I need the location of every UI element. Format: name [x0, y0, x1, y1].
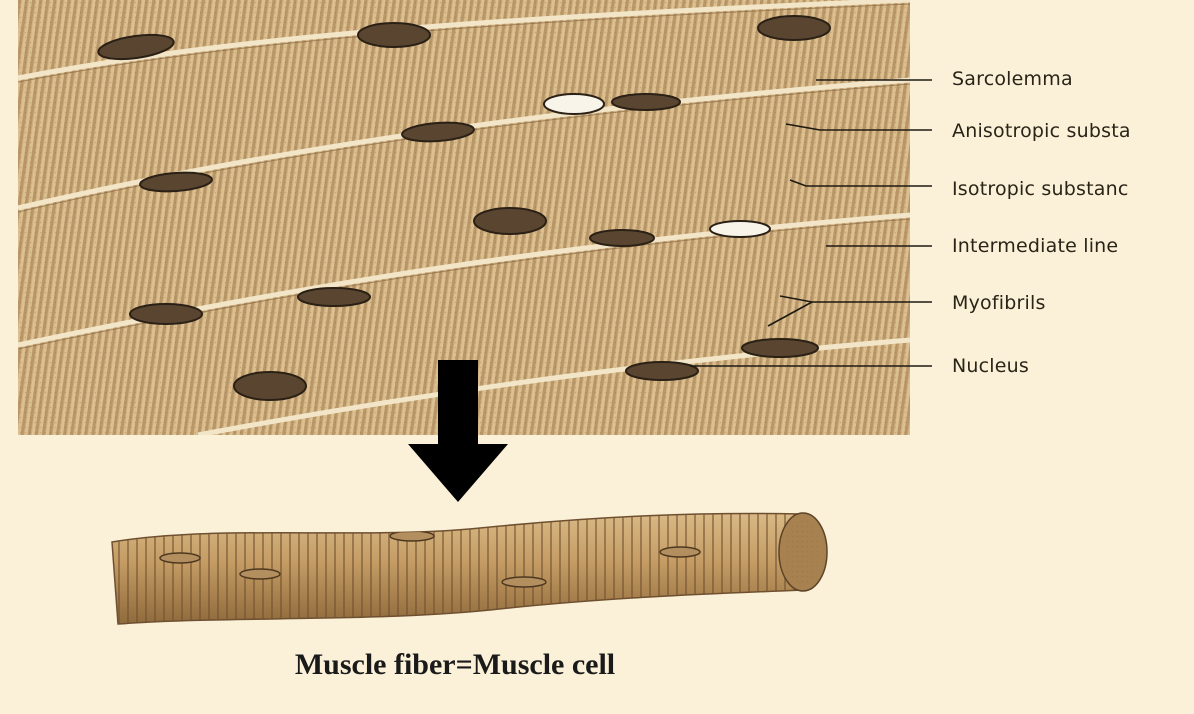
nucleus-shape — [234, 372, 306, 400]
label-sarcolemma: Sarcolemma — [952, 68, 1180, 90]
nucleus-shape — [612, 94, 680, 110]
fiber-nucleus — [160, 553, 200, 563]
clear-body-shape — [544, 94, 604, 114]
nucleus-shape — [298, 288, 370, 306]
figure-caption: Muscle fiber=Muscle cell — [0, 648, 910, 682]
nucleus-shape — [742, 339, 818, 357]
label-nucleus: Nucleus — [952, 355, 1180, 377]
fiber-nucleus — [660, 547, 700, 557]
nucleus-shape — [758, 16, 830, 40]
clear-body-shape — [710, 221, 770, 237]
nucleus-shape — [474, 208, 546, 234]
label-isotropic-substance: Isotropic substanc — [952, 178, 1180, 200]
down-arrow-icon — [408, 360, 508, 502]
fiber-nucleus — [240, 569, 280, 579]
nucleus-shape — [626, 362, 698, 380]
label-anisotropic-substance: Anisotropic substa — [952, 120, 1180, 142]
fiber-nucleus — [502, 577, 546, 587]
nucleus-shape — [358, 23, 430, 47]
nucleus-shape — [130, 304, 202, 324]
label-myofibrils: Myofibrils — [952, 292, 1180, 314]
nucleus-shape — [590, 230, 654, 246]
label-intermediate-line: Intermediate line — [952, 235, 1180, 257]
muscle-fiber-illustration — [100, 494, 840, 634]
